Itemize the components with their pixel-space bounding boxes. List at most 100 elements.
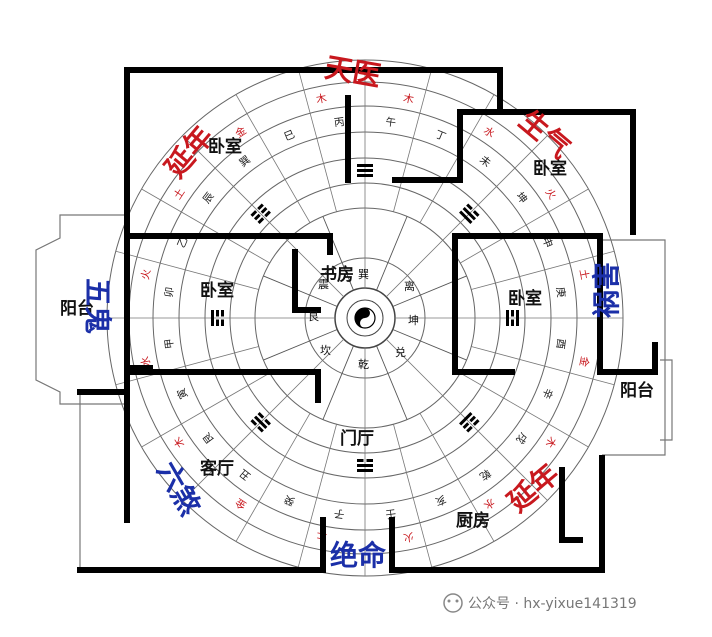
inner-spoke-line — [376, 345, 408, 420]
trigram-bar — [250, 419, 258, 426]
outer-ring-label: 丙 — [333, 116, 345, 129]
spoke-line — [460, 372, 589, 448]
trigram-bar — [511, 310, 514, 317]
outer-ring-label: 卯 — [163, 286, 176, 298]
trigram-bar — [357, 469, 373, 472]
red-ring-label: 火 — [139, 268, 153, 281]
trigram-bar — [357, 459, 364, 462]
trigram-bar — [264, 210, 271, 218]
taiji-half — [355, 308, 370, 328]
red-ring-label: 水 — [481, 125, 497, 141]
room-bedroom-right: 卧室 — [508, 288, 542, 309]
trigram-icon — [506, 310, 519, 326]
room-balcony-left: 阳台 — [60, 298, 94, 319]
outer-ring-label: 丁 — [433, 128, 447, 143]
trigram-bar — [250, 210, 258, 217]
spoke-line — [141, 372, 270, 448]
trigram-bar — [357, 174, 373, 177]
outer-ring-label: 庚 — [554, 286, 568, 299]
wall-inner-hall — [292, 249, 321, 313]
wall-kitchen-inner — [559, 467, 583, 543]
wall-right-bedroom-bottom — [452, 233, 515, 375]
star-wugui: 五鬼 — [81, 278, 114, 334]
red-ring-label: 水 — [139, 355, 153, 368]
trigram-bar — [459, 210, 473, 224]
room-hall: 门厅 — [340, 428, 374, 449]
inner-label-8: 震 — [318, 278, 329, 291]
trigram-bar — [257, 217, 265, 224]
watermark: 公众号 · hx-yixue141319 — [443, 593, 637, 613]
trigram-icon — [459, 412, 480, 433]
inner-ring-labels: 巽 离 坤 兑 乾 坎 艮 震 — [308, 268, 419, 371]
inner-label-2: 离 — [404, 279, 415, 293]
red-ring-label: 木 — [542, 434, 558, 450]
balcony-right-rail — [660, 359, 673, 441]
trigram-bar — [257, 425, 264, 433]
spoke-line — [235, 94, 311, 223]
trigram-bar — [462, 206, 477, 221]
inner-spoke-line — [322, 216, 354, 291]
spoke-line — [235, 413, 311, 542]
balcony-right-outline — [602, 239, 666, 456]
ring-center — [346, 299, 384, 337]
trigram-bar — [260, 206, 268, 214]
inner-label-5: 乾 — [358, 358, 369, 371]
spoke-line — [141, 188, 270, 264]
red-ring-label: 木 — [402, 92, 415, 106]
wechat-icon-eye-left — [447, 599, 451, 603]
inner-label-4: 兑 — [395, 345, 406, 359]
trigram-icon — [357, 459, 373, 472]
spoke-line — [393, 424, 433, 568]
trigram-bar — [511, 319, 514, 326]
spoke-line — [471, 250, 615, 290]
red-ring-label: 水 — [481, 496, 497, 512]
watermark-text: 公众号 · hx-yixue141319 — [468, 596, 637, 612]
wall-bottom-right — [389, 455, 605, 573]
star-jueming: 绝命 — [330, 539, 387, 572]
outer-ring-label: 亥 — [433, 492, 448, 508]
inner-spoke-line — [376, 216, 408, 291]
outer-ring-label: 辛 — [539, 386, 555, 401]
trigram-bar — [264, 418, 271, 426]
spoke-line — [385, 338, 548, 501]
spoke-line — [471, 346, 615, 386]
trigram-bar — [462, 422, 470, 430]
outer-ring-label: 甲 — [163, 338, 176, 350]
trigram-bar — [472, 419, 480, 426]
wall-corridor-top — [392, 109, 463, 183]
spoke-line — [115, 346, 259, 386]
star-yannian-bottom: 延年 — [501, 457, 566, 519]
wall-bottom-left — [77, 517, 326, 573]
trigram-bar — [221, 310, 224, 317]
spoke-line — [182, 135, 345, 298]
wall-study-bottom — [124, 369, 321, 403]
trigram-icon — [357, 164, 373, 177]
outer-ring-label: 巳 — [282, 128, 296, 143]
red-ring-label: 土 — [171, 186, 188, 202]
inner-label-3: 坤 — [408, 313, 419, 327]
wall-study-top — [124, 233, 333, 255]
room-labels: 卧室 卧室 卧室 卧室 书房 阳台 阳台 门厅 客厅 厨房 — [60, 136, 654, 531]
room-kitchen: 厨房 — [456, 510, 490, 531]
trigram-bar — [472, 210, 480, 217]
room-bedroom-top-right: 卧室 — [533, 158, 567, 179]
wechat-icon — [443, 593, 463, 613]
trigram-bar — [459, 412, 473, 426]
wall-top — [124, 67, 503, 103]
trigram-icon — [459, 203, 480, 224]
outer-ring-label: 戌 — [513, 430, 530, 447]
spoke-line — [419, 413, 495, 542]
red-ring-label: 金 — [577, 355, 592, 368]
wall-bedroom-top-right — [457, 109, 636, 235]
trigram-bar — [357, 164, 373, 167]
outer-ring-label: 艮 — [200, 430, 216, 446]
spoke-line — [393, 68, 433, 212]
outer-ring-label: 乾 — [477, 466, 494, 483]
room-living: 客厅 — [199, 458, 234, 479]
spoke-line — [297, 68, 337, 212]
red-ring-label: 木 — [315, 92, 328, 106]
trigram-bar — [216, 310, 219, 317]
outer-ring-label: 午 — [385, 115, 397, 129]
trigram-marks — [211, 164, 519, 472]
